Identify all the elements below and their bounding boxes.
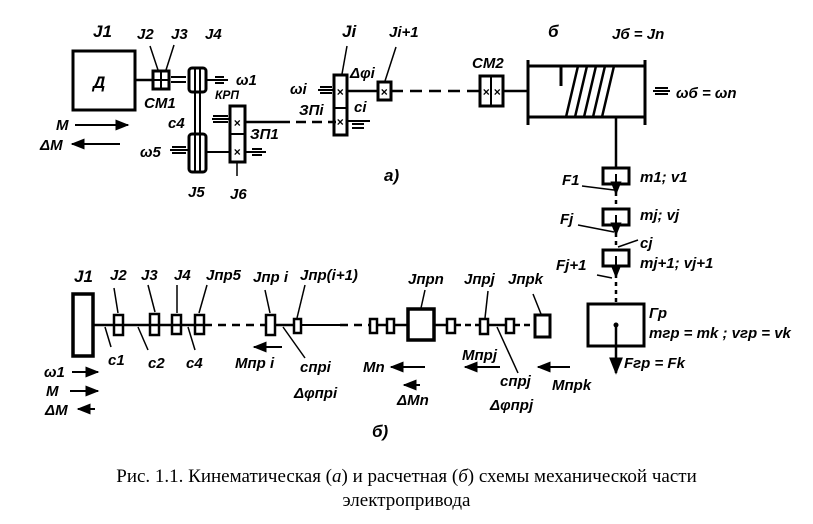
label-fj1: Fj+1 bbox=[556, 257, 586, 274]
label-mj1vj1: mj+1; vj+1 bbox=[640, 255, 713, 272]
b-mass-j4 bbox=[170, 313, 183, 336]
label-b-cpri: cпрi bbox=[300, 359, 332, 376]
scheme-b bbox=[70, 284, 570, 415]
label-a-j1: J1 bbox=[93, 22, 112, 41]
label-b-j3: J3 bbox=[141, 267, 158, 284]
label-a-j4: J4 bbox=[205, 26, 222, 43]
label-b-jpri: Jпр i bbox=[253, 269, 289, 286]
figure-caption: Рис. 1.1. Кинематическая (а) и расчетная… bbox=[0, 465, 813, 489]
label-b-mprj: Mпрj bbox=[462, 347, 498, 364]
svg-text:×: × bbox=[233, 145, 240, 159]
label-b-m: M bbox=[46, 383, 59, 400]
label-b-jprk: Jпрk bbox=[508, 271, 544, 288]
label-a-j6: J6 bbox=[230, 186, 247, 203]
label-mjvj: mj; vj bbox=[640, 207, 680, 224]
b-mass-b bbox=[385, 317, 396, 335]
scheme-a: × × × × × × × bbox=[70, 44, 670, 375]
caption-part: Рис. 1.1. Кинематическая ( bbox=[116, 466, 333, 487]
label-b-w1: ω1 bbox=[44, 364, 65, 381]
svg-text:×: × bbox=[380, 85, 387, 99]
label-b-jpr5: Jпр5 bbox=[206, 267, 242, 284]
caption-part: ) схемы механической части bbox=[467, 466, 697, 487]
svg-text:×: × bbox=[336, 115, 343, 129]
panel-label-b: б) bbox=[372, 422, 389, 441]
label-b-c1: c1 bbox=[108, 352, 125, 369]
label-a-m: M bbox=[56, 117, 69, 134]
label-ci: ci bbox=[354, 99, 367, 116]
b-mass-a bbox=[368, 317, 379, 335]
label-b-cprj: cпрj bbox=[500, 373, 532, 390]
label-wi: ωi bbox=[290, 81, 308, 98]
b-mass-j3 bbox=[148, 312, 161, 337]
label-b-mn: Mn bbox=[363, 359, 385, 376]
label-b-dphipri: Δφпрi bbox=[293, 385, 338, 402]
b-mass-j2 bbox=[112, 313, 125, 337]
label-krp: КРП bbox=[215, 88, 239, 102]
scheme-a-labels: J1 J2 J3 J4 Д СМ1 ω1 КРП c4 ЗП1 ω5 J5 J6… bbox=[39, 22, 792, 372]
label-fgr: Fгр = Fk bbox=[624, 355, 686, 372]
label-m1v1: m1; v1 bbox=[640, 169, 688, 186]
label-b-j1: J1 bbox=[74, 267, 93, 286]
label-b-dmn: ΔMn bbox=[396, 392, 429, 409]
b-mass-c bbox=[445, 317, 457, 335]
label-b-dm: ΔM bbox=[44, 402, 68, 419]
label-ji: Ji bbox=[342, 22, 357, 41]
figure-caption-line2: электропривода bbox=[342, 490, 471, 511]
label-b-j4: J4 bbox=[174, 267, 191, 284]
label-zpi: ЗПi bbox=[299, 102, 324, 119]
scheme-b-labels: J1 J2 J3 J4 Jпр5 Jпр i Jпр(i+1) Jпрn Jпр… bbox=[44, 267, 592, 441]
label-drum: б bbox=[548, 22, 559, 41]
label-a-j5: J5 bbox=[188, 184, 205, 201]
label-b-c4: c4 bbox=[186, 355, 203, 372]
b-mass-jprk bbox=[533, 313, 552, 339]
label-a-c4: c4 bbox=[168, 115, 185, 132]
label-a-j3: J3 bbox=[171, 26, 188, 43]
label-w5: ω5 bbox=[140, 144, 162, 161]
label-ji1: Ji+1 bbox=[389, 24, 419, 41]
gear-zpi bbox=[332, 73, 349, 137]
label-b-mprk: Mпрk bbox=[552, 377, 592, 394]
svg-text:×: × bbox=[336, 85, 343, 99]
label-a-j2: J2 bbox=[137, 26, 154, 43]
svg-text:×: × bbox=[493, 85, 500, 99]
label-gr: Гр bbox=[649, 305, 667, 322]
label-cm1: СМ1 bbox=[144, 95, 176, 112]
caption-part-a-letter: а bbox=[332, 466, 342, 487]
label-zp1: ЗП1 bbox=[250, 126, 279, 143]
b-mass-jpri bbox=[264, 313, 277, 337]
caption-part-b-letter: б bbox=[458, 466, 468, 487]
svg-text:×: × bbox=[233, 116, 240, 130]
pulley-j4 bbox=[187, 66, 208, 94]
label-jb: Jб = Jn bbox=[612, 26, 664, 43]
b-mass-d bbox=[504, 317, 516, 335]
label-b-dphiprj: Δφпрj bbox=[489, 397, 534, 414]
label-mgr: mгр = mk ; vгр = vk bbox=[649, 325, 792, 342]
label-f1: F1 bbox=[562, 172, 580, 189]
b-mass-jprn bbox=[406, 307, 436, 342]
pulley-j5 bbox=[187, 132, 208, 174]
svg-text:×: × bbox=[482, 85, 489, 99]
label-cj: cj bbox=[640, 235, 653, 252]
label-b-jprn: Jпрn bbox=[408, 271, 444, 288]
panel-label-a: а) bbox=[384, 166, 399, 185]
label-b-jprj: Jпрj bbox=[464, 271, 496, 288]
b-mass-jprj bbox=[478, 317, 490, 336]
b-mass-j1 bbox=[71, 292, 95, 358]
label-a-w1: ω1 bbox=[236, 72, 257, 89]
label-b-c2: c2 bbox=[148, 355, 165, 372]
caption-part: ) и расчетная ( bbox=[341, 466, 459, 487]
b-mass-jpri1 bbox=[292, 317, 303, 335]
label-wb: ωб = ωn bbox=[676, 85, 737, 102]
label-b-j2: J2 bbox=[110, 267, 127, 284]
label-b-mpri: Mпр i bbox=[235, 355, 275, 372]
label-a-dm: ΔM bbox=[39, 137, 63, 154]
label-fj: Fj bbox=[560, 211, 574, 228]
label-dphi: Δφi bbox=[349, 65, 376, 82]
label-b-jpri1: Jпр(i+1) bbox=[300, 267, 358, 284]
motor-label: Д bbox=[91, 73, 105, 92]
label-cm2: СМ2 bbox=[472, 55, 504, 72]
